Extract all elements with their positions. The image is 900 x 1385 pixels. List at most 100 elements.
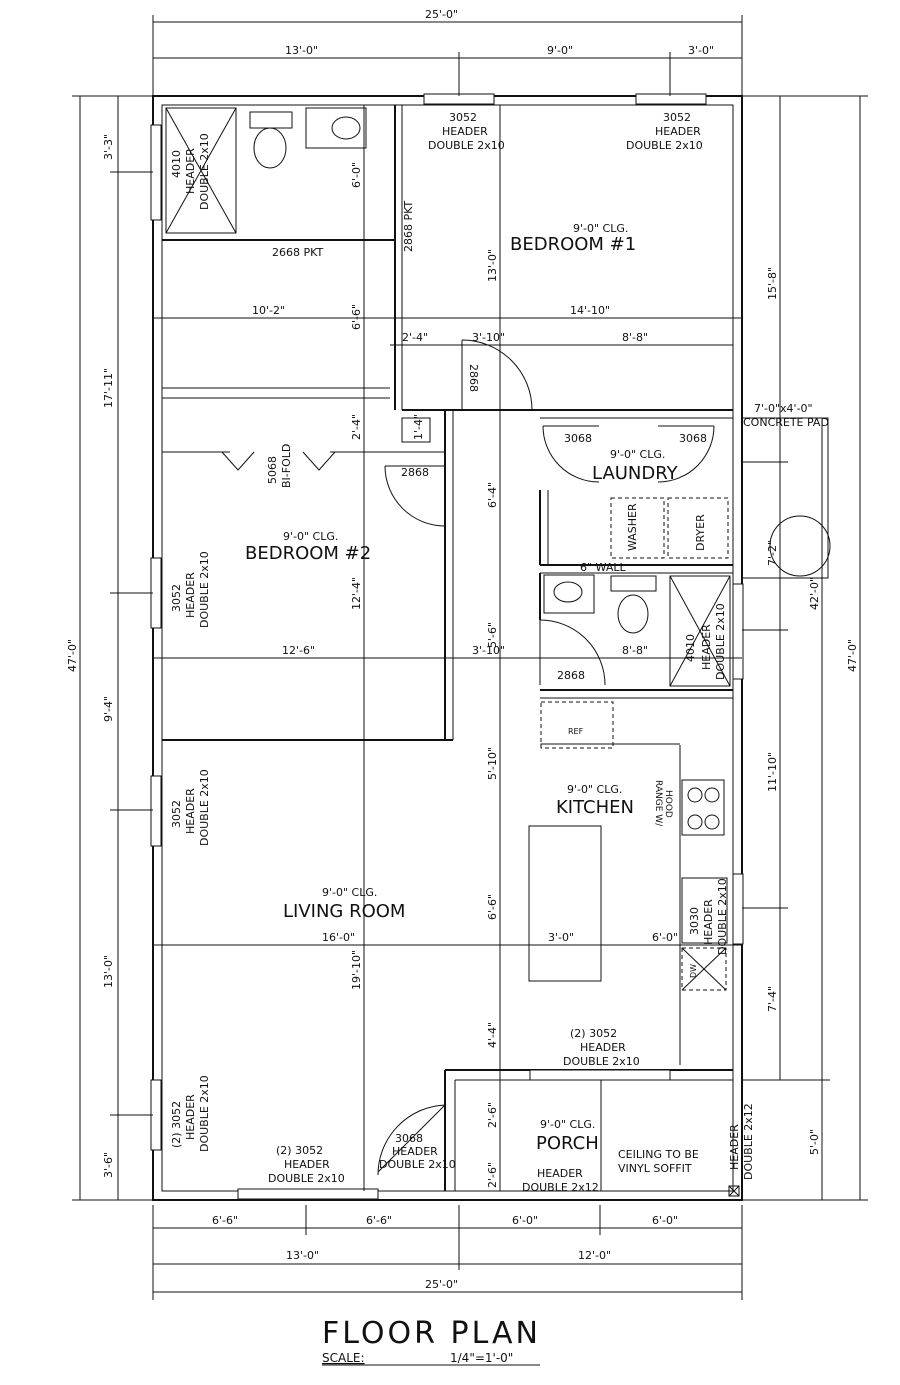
dim-top-3: 3'-0" — [688, 44, 714, 57]
hdr-liv2-num: (2) 3052 — [170, 1101, 183, 1148]
hdr-bed2-header: HEADER — [184, 572, 197, 618]
dim-10-2: 10'-2" — [252, 304, 285, 317]
dim-6-4: 6'-4" — [486, 482, 499, 508]
hdr-top1-double: DOUBLE 2x10 — [428, 139, 505, 152]
hdr-liv1-double: DOUBLE 2x10 — [198, 769, 211, 846]
hdr-liv2-double: DOUBLE 2x10 — [198, 1075, 211, 1152]
hdr-liv1-num: 3052 — [170, 800, 183, 828]
bedroom1-label: BEDROOM #1 — [510, 234, 636, 255]
dim-2-6a: 2'-6" — [486, 1102, 499, 1128]
dim-9-4: 9'-4" — [102, 696, 115, 722]
pad-size: 7'-0"x4'-0" — [754, 402, 813, 415]
dim-15-8: 15'-8" — [766, 267, 779, 300]
hdr-living-header: HEADER — [284, 1158, 330, 1171]
dim-bot-13: 13'-0" — [286, 1249, 319, 1262]
living-ceiling: 9'-0" CLG. — [322, 886, 377, 899]
hdr-4010-double: DOUBLE 2x10 — [198, 133, 211, 210]
pocket-door-label: 2668 PKT — [272, 246, 323, 259]
hdr-top2-header: HEADER — [655, 125, 701, 138]
dim-6-0-kitchen: 6'-0" — [652, 931, 678, 944]
door-2868-hall: 2868 — [467, 364, 480, 392]
dim-2-4: 2'-4" — [402, 331, 428, 344]
dryer-label: DRYER — [694, 514, 707, 551]
dim-47-right: 47'-0" — [846, 639, 859, 672]
hdr-top1-header: HEADER — [442, 125, 488, 138]
hdr-4010-header: HEADER — [184, 148, 197, 194]
dim-bot-6-6a: 6'-6" — [212, 1214, 238, 1227]
ref-label: REF — [568, 727, 584, 736]
dim-bot-overall: 25'-0" — [425, 1278, 458, 1291]
bifold-label: BI-FOLD — [280, 444, 293, 488]
dim-4-4: 4'-4" — [486, 1022, 499, 1048]
hdr-porch-header: HEADER — [537, 1167, 583, 1180]
bedroom2-label: BEDROOM #2 — [245, 543, 371, 564]
living-room-label: LIVING ROOM — [283, 901, 405, 922]
hdr-door-double: DOUBLE 2x10 — [379, 1158, 456, 1171]
laundry-label: LAUNDRY — [592, 463, 679, 484]
porch-label: PORCH — [536, 1133, 599, 1154]
dim-top-13: 13'-0" — [285, 44, 318, 57]
dim-1-4: 1'-4" — [412, 414, 425, 440]
door-2868-bath: 2868 — [557, 669, 585, 682]
dim-3-6: 3'-6" — [102, 1152, 115, 1178]
hdr-living-num: (2) 3052 — [276, 1144, 323, 1157]
hdr-porch-double: DOUBLE 2x12 — [522, 1181, 599, 1194]
exterior-walls — [152, 95, 743, 1201]
dim-3-10a: 3'-10" — [472, 331, 505, 344]
dim-16-0: 16'-0" — [322, 931, 355, 944]
scale-label: SCALE: — [322, 1351, 365, 1365]
dim-bot-12: 12'-0" — [578, 1249, 611, 1262]
pocket-door-vert: 2868 PKT — [402, 201, 415, 252]
hdr-liv1-header: HEADER — [184, 788, 197, 834]
dim-2-4-closet: 2'-4" — [350, 414, 363, 440]
fixtures — [165, 107, 831, 1197]
washer-label: WASHER — [626, 503, 639, 551]
hdr-sink-header: HEADER — [702, 899, 715, 945]
hdr-bath2-header: HEADER — [700, 624, 713, 670]
dim-top-overall: 25'-0" — [425, 8, 458, 21]
room-labels: 9'-0" CLG. BEDROOM #1 9'-0" CLG. LAUNDRY… — [245, 222, 679, 1154]
dim-7-2: 7'-2" — [766, 540, 779, 566]
dim-7-4: 7'-4" — [766, 986, 779, 1012]
dim-13-0-left: 13'-0" — [102, 955, 115, 988]
door-3068-laundry-a: 3068 — [564, 432, 592, 445]
bedroom1-ceiling: 9'-0" CLG. — [573, 222, 628, 235]
hdr-bath2-double: DOUBLE 2x10 — [714, 603, 727, 680]
dim-5-0: 5'-0" — [808, 1129, 821, 1155]
dim-3-0-island: 3'-0" — [548, 931, 574, 944]
windows — [150, 93, 744, 1200]
dim-8-8a: 8'-8" — [622, 331, 648, 344]
plan-title: FLOOR PLAN — [322, 1316, 541, 1351]
dim-13-0-bed1: 13'-0" — [486, 249, 499, 282]
scale-value: 1/4"=1'-0" — [450, 1351, 513, 1365]
dim-12-4: 12'-4" — [350, 577, 363, 610]
dim-bot-6-0a: 6'-0" — [512, 1214, 538, 1227]
hdr-kitchen-header: HEADER — [580, 1041, 626, 1054]
bifold-num: 5068 — [266, 456, 279, 484]
dim-42-0: 42'-0" — [808, 577, 821, 610]
dim-5-6: 5'-6" — [486, 622, 499, 648]
kitchen-label: KITCHEN — [556, 797, 634, 818]
range-label-2: HOOD — [663, 790, 673, 818]
hdr-bath2-num: 4010 — [684, 634, 697, 662]
hdr-top2-double: DOUBLE 2x10 — [626, 139, 703, 152]
hdr-kitchen-double: DOUBLE 2x10 — [563, 1055, 640, 1068]
dim-19-10: 19'-10" — [350, 950, 363, 990]
pad-label: CONCRETE PAD — [743, 416, 829, 429]
hdr-sink-num: 3030 — [688, 907, 701, 935]
hdr-living-double: DOUBLE 2x10 — [268, 1172, 345, 1185]
hdr-kitchen-num: (2) 3052 — [570, 1027, 617, 1040]
laundry-ceiling: 9'-0" CLG. — [610, 448, 665, 461]
hdr-bed2-num: 3052 — [170, 584, 183, 612]
dim-6-0-bath: 6'-0" — [350, 162, 363, 188]
dim-bot-6-0b: 6'-0" — [652, 1214, 678, 1227]
kitchen-ceiling: 9'-0" CLG. — [567, 783, 622, 796]
porch-post-header: HEADER — [728, 1124, 741, 1170]
hdr-sink-double: DOUBLE 2x10 — [716, 878, 729, 955]
dim-14-10: 14'-10" — [570, 304, 610, 317]
dim-8-8b: 8'-8" — [622, 644, 648, 657]
dim-3-10b: 3'-10" — [472, 644, 505, 657]
dim-6-6-closet: 6'-6" — [350, 304, 363, 330]
hdr-bed2-double: DOUBLE 2x10 — [198, 551, 211, 628]
